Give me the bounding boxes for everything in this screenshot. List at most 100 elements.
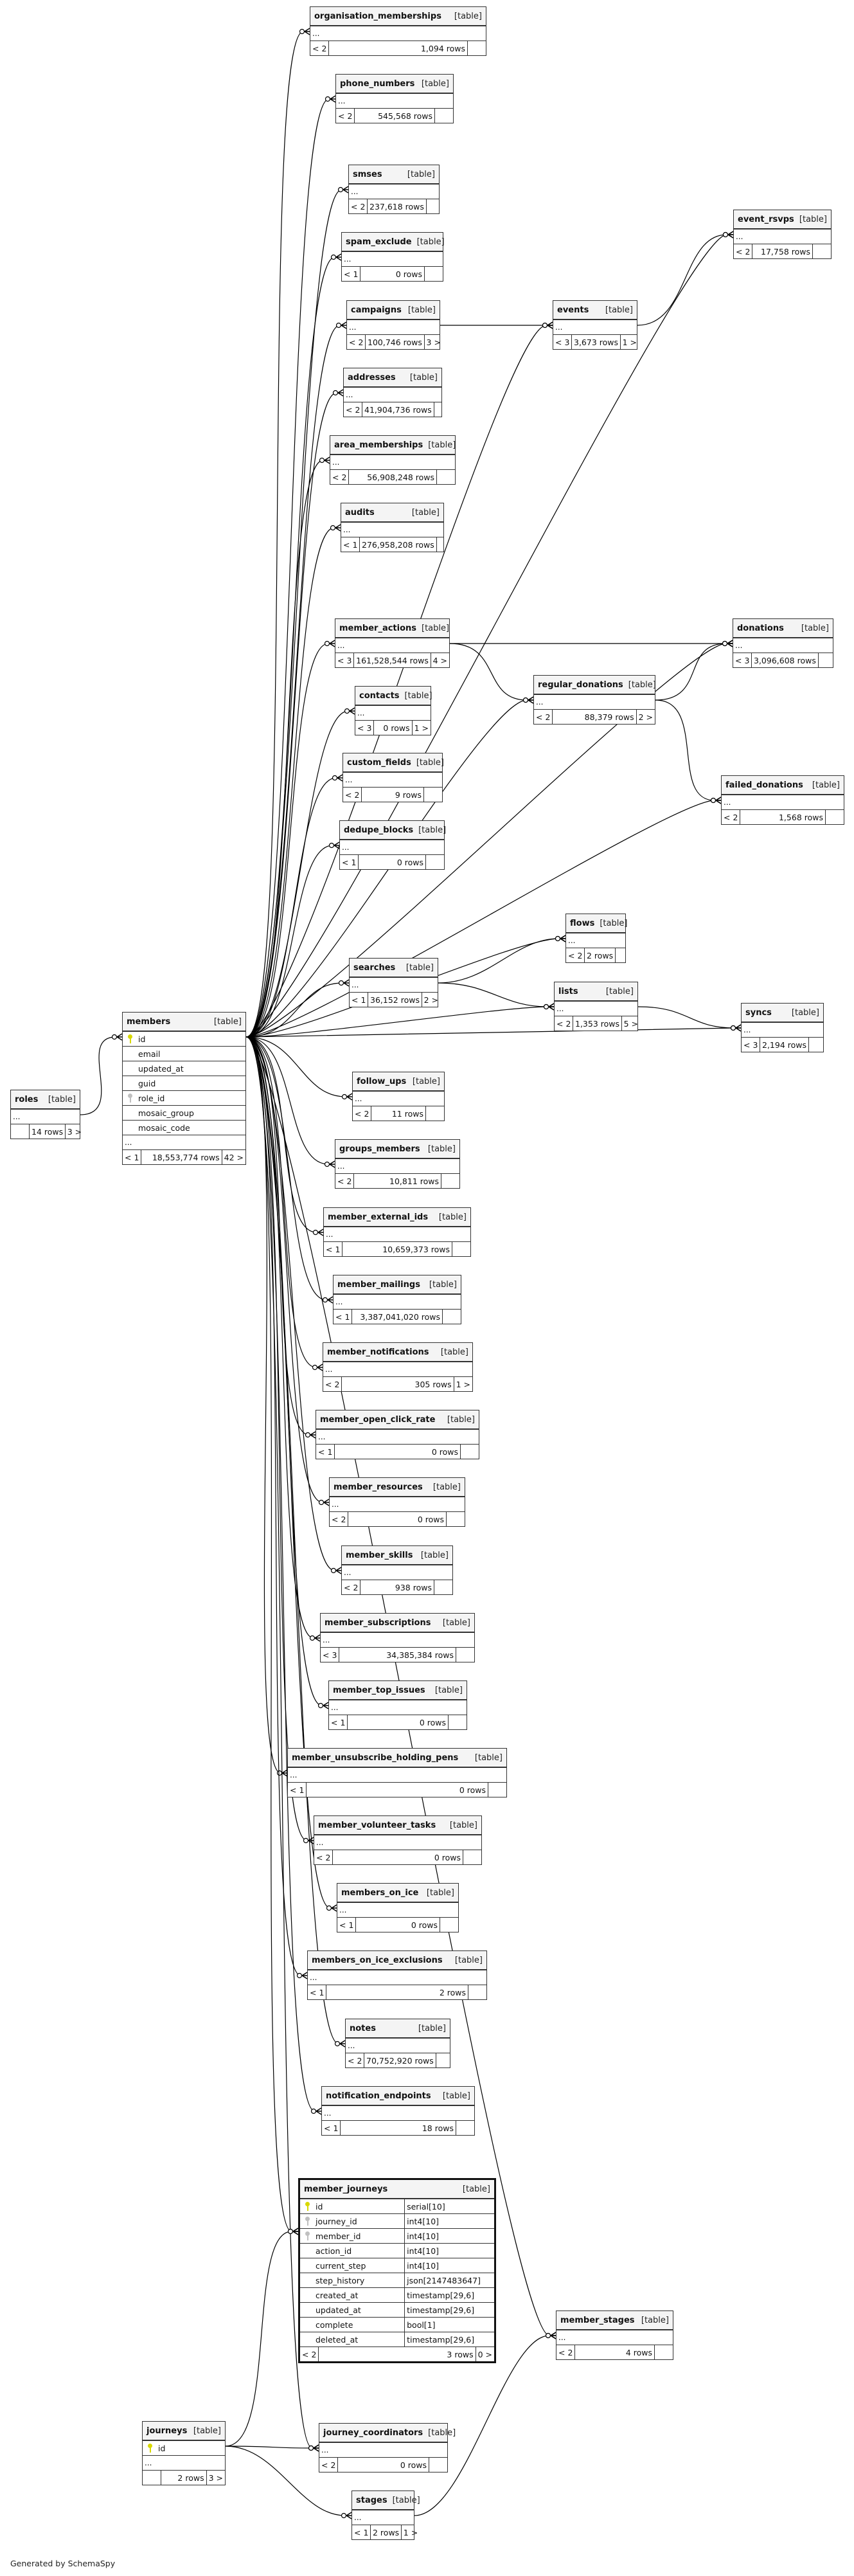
table-header[interactable]: event_rsvps[table] bbox=[734, 210, 831, 230]
child-count[interactable] bbox=[424, 267, 443, 281]
table-header[interactable]: stages[table] bbox=[352, 2491, 420, 2510]
table-header[interactable]: donations[table] bbox=[733, 619, 833, 638]
child-count[interactable] bbox=[423, 788, 442, 802]
child-count[interactable] bbox=[435, 2053, 454, 2067]
table-header[interactable]: contacts[table] bbox=[355, 687, 432, 706]
child-count[interactable] bbox=[440, 1918, 458, 1932]
table-name[interactable]: member_stages bbox=[560, 2315, 635, 2325]
child-count[interactable] bbox=[808, 1038, 827, 1052]
child-count[interactable] bbox=[615, 948, 634, 962]
parent-count[interactable]: < 3 bbox=[337, 655, 352, 665]
table-name[interactable]: members_on_ice bbox=[341, 1887, 419, 1898]
table-header[interactable]: organisation_memberships[table] bbox=[310, 7, 486, 26]
parent-count[interactable]: < 1 bbox=[343, 539, 358, 550]
more-columns-ellipsis[interactable]: ... bbox=[337, 1903, 458, 1918]
table-name[interactable]: member_actions bbox=[339, 623, 417, 633]
child-count[interactable] bbox=[467, 41, 486, 55]
child-count[interactable]: 3 > bbox=[423, 335, 443, 349]
parent-count[interactable]: < 2 bbox=[349, 337, 364, 347]
table-name[interactable]: members_on_ice_exclusions bbox=[312, 1955, 443, 1965]
more-columns-ellipsis[interactable]: ... bbox=[340, 840, 444, 855]
more-columns-ellipsis[interactable]: ... bbox=[329, 1700, 467, 1715]
table-header[interactable]: member_actions[table] bbox=[335, 619, 449, 638]
child-count[interactable] bbox=[434, 1580, 452, 1594]
table-name[interactable]: organisation_memberships bbox=[314, 11, 441, 21]
table-name[interactable]: campaigns bbox=[351, 305, 402, 315]
table-name[interactable]: event_rsvps bbox=[738, 214, 794, 224]
more-columns-ellipsis[interactable]: ... bbox=[336, 94, 453, 109]
more-columns-ellipsis[interactable]: ... bbox=[316, 1430, 479, 1445]
child-count[interactable] bbox=[436, 470, 455, 484]
table-name[interactable]: members bbox=[127, 1016, 171, 1027]
table-name[interactable]: journey_coordinators bbox=[323, 2427, 423, 2438]
more-columns-ellipsis[interactable]: ... bbox=[344, 388, 441, 402]
table-name[interactable]: addresses bbox=[348, 372, 396, 383]
table-header[interactable]: member_resources[table] bbox=[330, 1478, 465, 1497]
table-name[interactable]: member_journeys bbox=[304, 2184, 388, 2194]
table-header[interactable]: members[table] bbox=[123, 1013, 245, 1032]
more-columns-ellipsis[interactable]: ... bbox=[319, 2443, 447, 2458]
table-name[interactable]: custom_fields bbox=[347, 757, 411, 768]
child-count[interactable] bbox=[434, 109, 453, 123]
table-header[interactable]: journey_coordinators[table] bbox=[319, 2424, 456, 2443]
table-name[interactable]: audits bbox=[345, 507, 375, 518]
child-count[interactable] bbox=[425, 199, 445, 213]
table-name[interactable]: member_top_issues bbox=[333, 1685, 425, 1695]
table-name[interactable]: contacts bbox=[359, 690, 400, 701]
parent-count[interactable]: < 1 bbox=[310, 1987, 325, 1997]
child-count[interactable] bbox=[654, 2345, 673, 2359]
parent-count[interactable]: < 2 bbox=[325, 1379, 340, 1389]
child-count[interactable] bbox=[433, 402, 452, 417]
child-count[interactable] bbox=[825, 810, 844, 824]
table-header[interactable]: audits[table] bbox=[341, 503, 443, 523]
parent-count[interactable]: < 1 bbox=[354, 2527, 369, 2537]
parent-count[interactable]: < 1 bbox=[351, 995, 366, 1005]
table-name[interactable]: searches bbox=[353, 962, 396, 973]
table-name[interactable]: regular_donations bbox=[538, 680, 623, 690]
parent-count[interactable]: < 2 bbox=[316, 1852, 331, 1862]
parent-count[interactable]: < 2 bbox=[351, 201, 366, 212]
more-columns-ellipsis[interactable]: ... bbox=[733, 638, 833, 653]
table-name[interactable]: notes bbox=[350, 2023, 376, 2033]
table-name[interactable]: roles bbox=[15, 1094, 39, 1104]
table-name[interactable]: stages bbox=[356, 2495, 387, 2505]
parent-count[interactable]: < 3 bbox=[357, 723, 372, 733]
table-name[interactable]: failed_donations bbox=[725, 780, 803, 790]
table-header[interactable]: roles[table] bbox=[11, 1090, 80, 1110]
parent-count[interactable] bbox=[11, 1124, 29, 1139]
table-header[interactable]: member_subscriptions[table] bbox=[321, 1614, 474, 1633]
table-name[interactable]: member_resources bbox=[334, 1482, 423, 1492]
parent-count[interactable]: < 1 bbox=[331, 1717, 346, 1727]
table-name[interactable]: member_open_click_rate bbox=[320, 1414, 436, 1425]
child-count[interactable] bbox=[452, 1242, 470, 1256]
table-header[interactable]: events[table] bbox=[553, 301, 637, 320]
more-columns-ellipsis[interactable]: ... bbox=[322, 2106, 474, 2121]
more-columns-ellipsis[interactable]: ... bbox=[310, 26, 486, 41]
table-header[interactable]: member_external_ids[table] bbox=[324, 1208, 470, 1227]
parent-count[interactable]: < 1 bbox=[342, 857, 357, 867]
parent-count[interactable]: < 2 bbox=[536, 712, 551, 722]
more-columns-ellipsis[interactable]: ... bbox=[330, 1497, 465, 1512]
more-columns-ellipsis[interactable]: ... bbox=[555, 1002, 637, 1016]
child-count[interactable] bbox=[463, 1850, 481, 1864]
